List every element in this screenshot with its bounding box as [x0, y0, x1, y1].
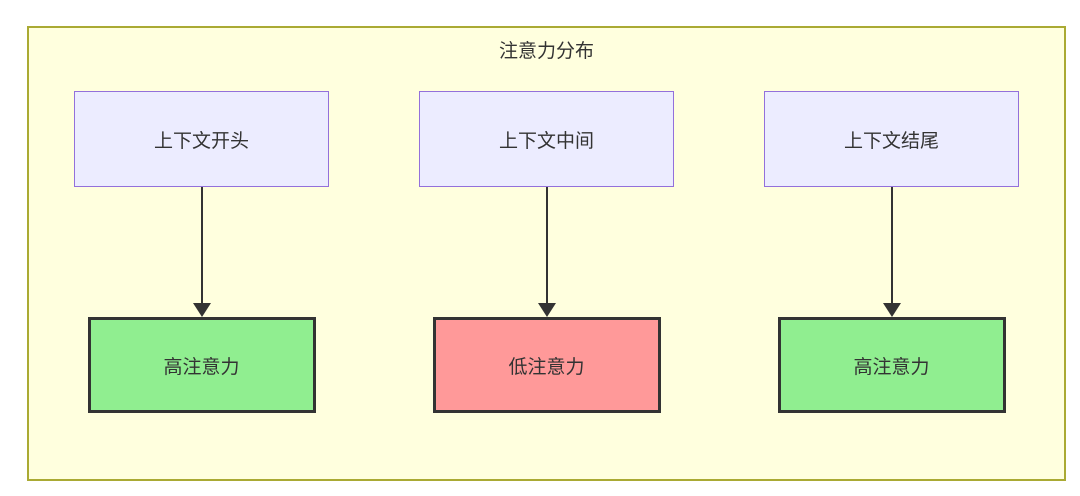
arrow-down	[537, 187, 556, 317]
arrowhead-icon	[882, 303, 901, 317]
source-node-context-start: 上下文开头	[74, 91, 329, 187]
diagram-column-end: 上下文结尾 高注意力	[719, 91, 1064, 413]
arrow-line	[200, 187, 203, 303]
source-node-context-end: 上下文结尾	[764, 91, 1019, 187]
target-node-high-attention: 高注意力	[777, 317, 1006, 413]
arrow-down	[192, 187, 211, 317]
arrowhead-icon	[537, 303, 556, 317]
diagram-column-start: 上下文开头 高注意力	[29, 91, 374, 413]
arrowhead-icon	[192, 303, 211, 317]
arrow-line	[545, 187, 548, 303]
diagram-columns: 上下文开头 高注意力 上下文中间 低注意力 上下文结尾 高注意力	[29, 91, 1064, 413]
source-node-context-middle: 上下文中间	[419, 91, 674, 187]
target-node-high-attention: 高注意力	[87, 317, 316, 413]
arrow-line	[890, 187, 893, 303]
diagram-title: 注意力分布	[498, 40, 594, 62]
target-node-low-attention: 低注意力	[432, 317, 661, 413]
attention-distribution-diagram: 注意力分布 上下文开头 高注意力 上下文中间 低注意力 上下文结尾 高注	[27, 26, 1066, 481]
arrow-down	[882, 187, 901, 317]
diagram-column-middle: 上下文中间 低注意力	[374, 91, 719, 413]
